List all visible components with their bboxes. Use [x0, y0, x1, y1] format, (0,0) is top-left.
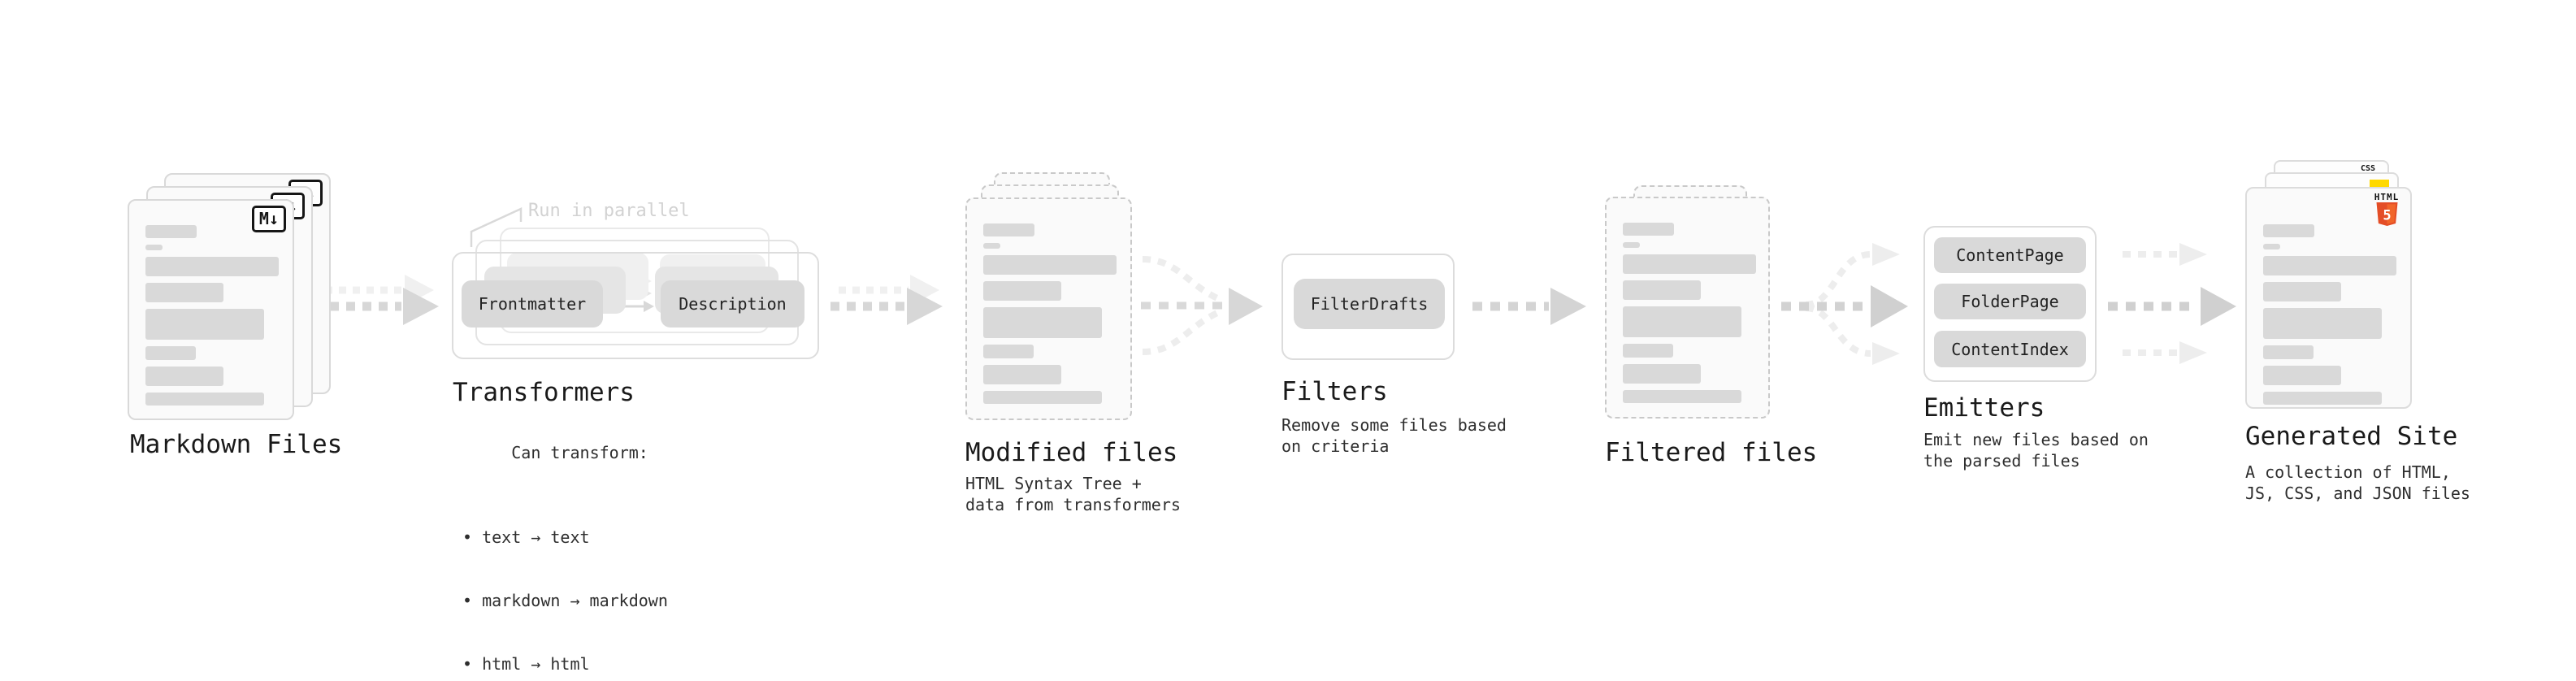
contentpage-box: ContentPage [1934, 237, 2086, 273]
run-in-parallel-leader-line [470, 207, 523, 247]
arrow-filtered-to-emitters [1781, 243, 1908, 365]
document-placeholder-lines [983, 223, 1117, 404]
markdown-files-label: Markdown Files [130, 430, 343, 459]
html5-icon: HTML 5 [2370, 193, 2403, 227]
document-placeholder-lines [145, 225, 279, 406]
document-placeholder-lines [1623, 223, 1756, 403]
arrow-transformers-to-modified [830, 275, 943, 325]
markdown-file-card-front: M↓ [128, 199, 294, 420]
generated-site-label: Generated Site [2245, 422, 2458, 451]
filterdrafts-box: FilterDrafts [1294, 279, 1445, 329]
transform-item: html → html [462, 653, 668, 674]
folderpage-box: FolderPage [1934, 284, 2086, 319]
contentindex-box: ContentIndex [1934, 331, 2086, 367]
transformers-label: Transformers [453, 378, 635, 407]
html5-badge-label: HTML [2374, 192, 2400, 202]
css-badge-label: CSS [2360, 164, 2376, 173]
transform-list: text → text markdown → markdown html → h… [453, 484, 668, 681]
arrow-filters-to-filtered [1472, 288, 1586, 325]
filtered-file-card-front [1605, 197, 1770, 419]
filters-description: Remove some files based on criteria [1281, 415, 1507, 456]
filters-label: Filters [1281, 377, 1388, 406]
run-in-parallel-note: Run in parallel [528, 201, 690, 221]
transformer-container-front [452, 252, 819, 359]
generated-site-description: A collection of HTML, JS, CSS, and JSON … [2245, 462, 2470, 503]
svg-text:5: 5 [2383, 208, 2391, 224]
filtered-files-label: Filtered files [1605, 438, 1818, 467]
arrow-emitters-to-generated [2108, 243, 2236, 364]
modified-files-label: Modified files [965, 438, 1178, 467]
frontmatter-box: Frontmatter [462, 280, 603, 327]
transformers-description: Can transform: text → text markdown → ma… [453, 421, 668, 681]
html5-shield: 5 [2376, 202, 2397, 226]
can-transform-heading: Can transform: [511, 443, 648, 462]
transform-item: markdown → markdown [462, 590, 668, 611]
transform-item: text → text [462, 527, 668, 548]
modified-files-description: HTML Syntax Tree + data from transformer… [965, 474, 1181, 514]
arrow-modified-to-filters [1141, 256, 1263, 355]
arrow-markdown-to-transformers [314, 275, 439, 325]
generated-file-card-front: HTML 5 [2245, 187, 2412, 409]
description-box: Description [661, 280, 804, 327]
markdown-icon: M↓ [251, 206, 286, 232]
document-placeholder-lines [2263, 224, 2396, 405]
emitters-label: Emitters [1923, 393, 2045, 423]
modified-file-card-front [965, 197, 1132, 420]
emitters-description: Emit new files based on the parsed files [1923, 430, 2149, 471]
